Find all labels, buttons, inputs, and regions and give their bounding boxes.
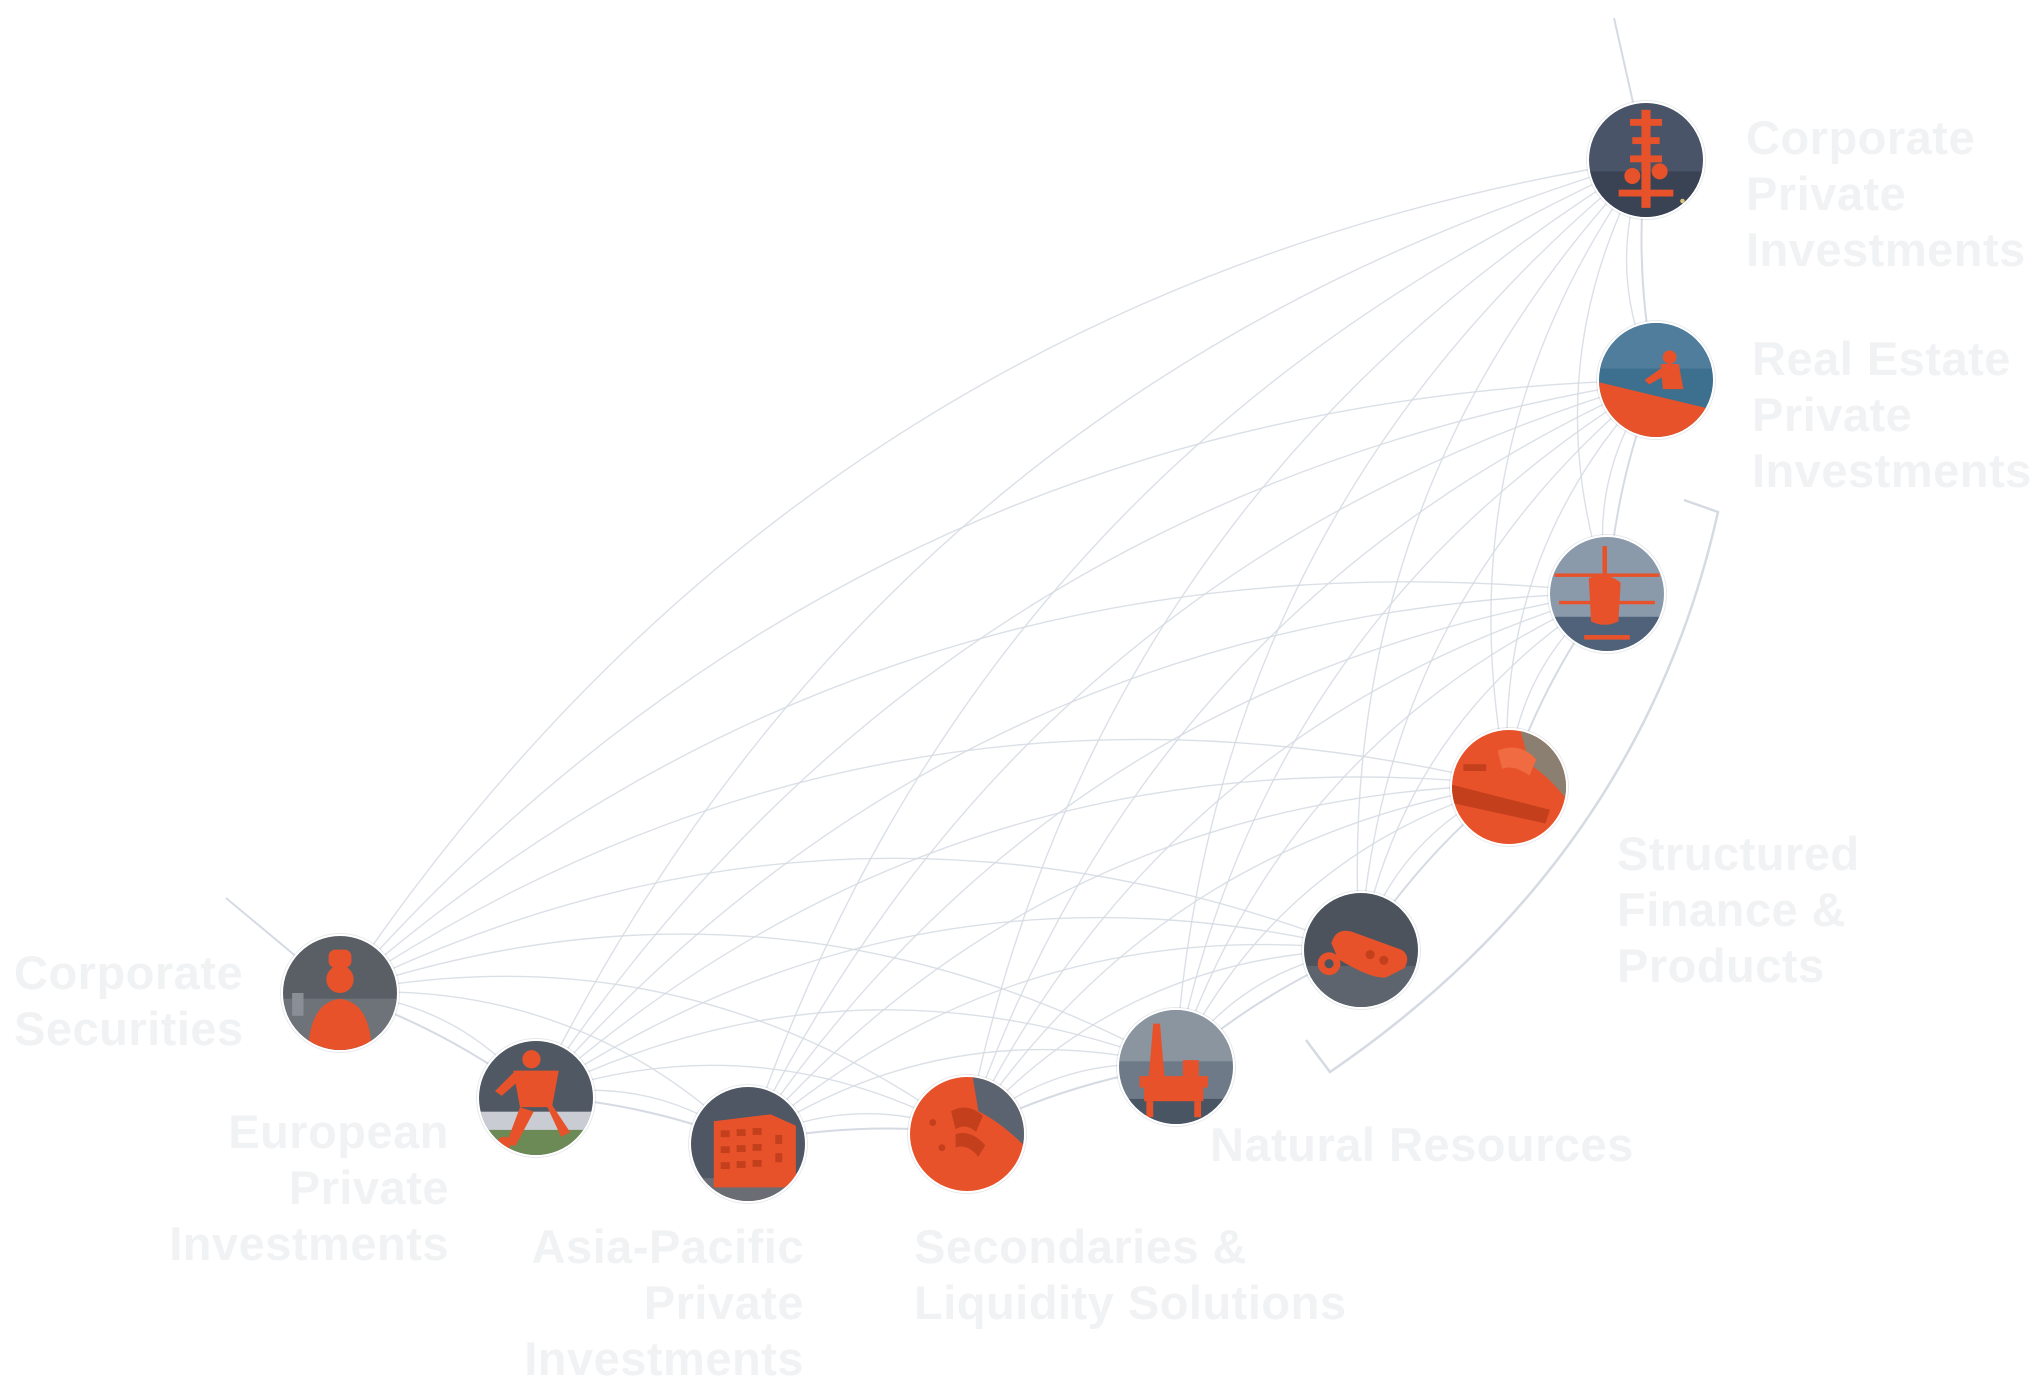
spine-arc	[225, 17, 1658, 1145]
connection-line	[339, 738, 1509, 994]
connection-line	[534, 916, 1361, 1097]
connection-line	[746, 943, 1361, 1144]
node-corporate-private-investments[interactable]	[1587, 101, 1705, 219]
label-corporate-private-investments: Corporate Private Investments	[1746, 111, 2026, 276]
connection-line	[1174, 784, 1509, 1067]
oil-rig-icon	[1119, 1010, 1233, 1124]
node-corporate-securities[interactable]	[281, 934, 399, 1052]
connection-line	[534, 776, 1509, 1097]
soccer-player-icon	[479, 1041, 593, 1155]
connection-line	[965, 949, 1361, 1134]
connection-line	[746, 784, 1509, 1144]
connection-line	[1359, 379, 1657, 951]
chef-icon	[283, 936, 397, 1050]
outer-arc	[225, 17, 1658, 1145]
label-secondaries-liquidity-solutions: Secondaries & Liquidity Solutions	[914, 1220, 1347, 1329]
node-real-estate-private-investments[interactable]	[1597, 321, 1715, 439]
helicopter-icon	[1550, 537, 1664, 651]
connection-line	[746, 1048, 1176, 1144]
connection-line	[534, 1064, 967, 1134]
node-european-private-investments[interactable]	[477, 1039, 595, 1157]
credit-card-icon	[1452, 730, 1566, 844]
connection-line	[1174, 379, 1657, 1067]
label-asia-pacific-private-investments: Asia-Pacific Private Investments	[524, 1220, 804, 1385]
connection-line	[534, 1009, 1176, 1097]
connection-line	[965, 592, 1609, 1134]
connection-line	[965, 379, 1657, 1134]
building-icon	[691, 1087, 805, 1201]
connection-line	[339, 159, 1647, 994]
telecom-tower-icon	[1589, 103, 1703, 217]
connection-line	[339, 379, 1657, 994]
label-natural-resources: Natural Resources	[1210, 1118, 1634, 1171]
connection-line	[339, 857, 1361, 994]
rooftop-worker-icon	[1599, 323, 1713, 437]
node-asia-pacific-private-investments[interactable]	[689, 1085, 807, 1203]
connection-line	[1506, 379, 1657, 786]
connection-line	[534, 379, 1657, 1097]
connection-lines	[339, 159, 1657, 1144]
bracket-line	[1305, 498, 1720, 1074]
connection-line	[1576, 159, 1647, 594]
connection-line	[1174, 592, 1609, 1067]
connection-line	[746, 159, 1647, 1144]
node-structured-finance-products[interactable]	[1302, 891, 1420, 1009]
label-real-estate-private-investments: Real Estate Private Investments	[1752, 332, 2032, 497]
connection-line	[1174, 159, 1647, 1067]
label-european-private-investments: European Private Investments	[169, 1105, 449, 1270]
connection-line	[746, 592, 1609, 1144]
node-structured-finance-card[interactable]	[1450, 728, 1568, 846]
connection-line	[965, 159, 1647, 1134]
label-corporate-securities: Corporate Securities	[14, 946, 244, 1055]
structured-finance-bracket	[1305, 498, 1720, 1074]
connection-line	[534, 159, 1647, 1097]
connection-line	[534, 592, 1609, 1097]
connection-line	[1356, 159, 1647, 951]
connection-line	[1490, 159, 1647, 786]
connection-line	[1359, 592, 1609, 951]
connection-line	[339, 991, 748, 1144]
car-key-icon	[1304, 893, 1418, 1007]
node-natural-resources[interactable]	[1117, 1008, 1235, 1126]
connection-line	[746, 379, 1657, 1144]
node-structured-finance-helicopter[interactable]	[1548, 535, 1666, 653]
handshake-icon	[910, 1077, 1024, 1191]
connection-line	[965, 784, 1509, 1134]
connection-line	[339, 975, 967, 1134]
label-structured-finance-products: Structured Finance & Products	[1617, 827, 1860, 992]
node-secondaries-liquidity-solutions[interactable]	[908, 1075, 1026, 1193]
connection-line	[339, 933, 1176, 1067]
